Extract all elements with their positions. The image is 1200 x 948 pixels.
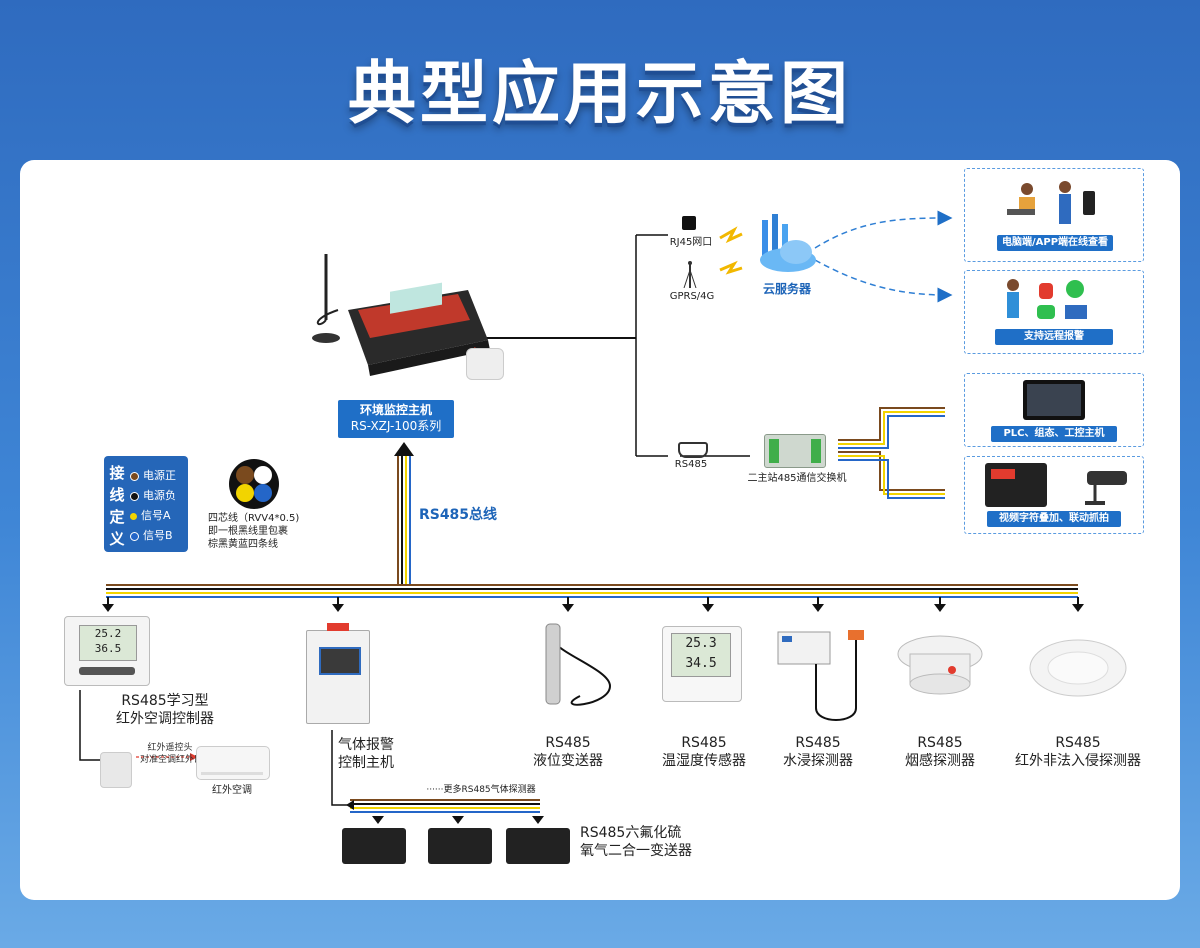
temp-humidity-sensor-device: 25.3 34.5 [662, 626, 742, 702]
monitoring-host-device [298, 250, 504, 390]
rj45-icon [682, 216, 696, 230]
more-gas-detectors-note: ······更多RS485气体探测器 [426, 785, 536, 795]
sensor-label-ac-controller: RS485学习型 红外空调控制器 [116, 693, 214, 727]
output-label-plc: PLC、组态、工控主机 [991, 426, 1117, 442]
legend-item-signal-b: 信号B [130, 529, 186, 543]
ac-controller-device: 25.2 36.5 [64, 616, 150, 686]
water-leak-sensor-device [776, 628, 868, 724]
gas-transmitter-label: RS485六氟化硫 氧气二合一变送器 [580, 825, 692, 859]
page-title: 典型应用示意图 [347, 55, 852, 134]
gas-transmitter-3 [506, 828, 570, 864]
legend-item-power-negative: 电源负 [130, 489, 186, 503]
monitor-icon [1023, 380, 1085, 420]
rj45-label: RJ45网口 [669, 237, 713, 248]
gas-transmitter-1 [342, 828, 406, 864]
host-name: 环境监控主机 [359, 403, 432, 417]
output-label-remote-alarm: 支持远程报警 [995, 329, 1113, 345]
sensor-label-smoke: RS485 烟感探测器 [905, 735, 975, 769]
cable-cross-section-icon [228, 458, 280, 510]
gas-transmitter-2 [428, 828, 492, 864]
air-conditioner-icon [196, 746, 270, 780]
smoke-detector-device [896, 634, 984, 696]
legend-item-signal-a: 信号A [130, 509, 186, 523]
sensor-label-gas-host: 气体报警 控制主机 [338, 737, 394, 771]
infrared-intrusion-detector-device [1028, 638, 1128, 698]
sensor-label-water-leak: RS485 水浸探测器 [783, 735, 853, 769]
sensor-label-temp-humidity: RS485 温湿度传感器 [662, 735, 746, 769]
output-label-online-view: 电脑端/APP端在线查看 [997, 235, 1113, 251]
cloud-icon [750, 212, 820, 276]
liquid-level-sensor-device [520, 616, 620, 716]
th-hum-display: 34.5 [685, 656, 717, 671]
output-box-remote-alarm: 支持远程报警 [964, 270, 1144, 354]
output-box-online-view: 电脑端/APP端在线查看 [964, 168, 1144, 262]
ac-label: 红外空调 [212, 785, 252, 796]
ac-hum-display: 36.5 [94, 642, 122, 655]
ir-remote-note: 红外遥控头 对准空调红外口 [140, 743, 204, 765]
db9-port-icon [678, 442, 708, 458]
diagram-panel: 环境监控主机 RS-XZJ-100系列 RJ45网口 GPRS/4G 云服务器 … [20, 160, 1180, 900]
gas-alarm-host-device [306, 623, 370, 724]
alarm-icons [999, 277, 1099, 323]
output-box-plc: PLC、组态、工控主机 [964, 373, 1144, 447]
cloud-label: 云服务器 [762, 282, 811, 296]
host-model: RS-XZJ-100系列 [350, 419, 442, 433]
bus-label: RS485总线 [418, 507, 498, 523]
switch-device [764, 434, 826, 468]
switch-label: 二主站485通信交换机 [747, 473, 847, 484]
legend-item-power-positive: 电源正 [130, 469, 186, 483]
output-box-video: 视频字符叠加、联动抓拍 [964, 456, 1144, 534]
antenna-icon [682, 260, 698, 289]
people-icon [1005, 181, 1101, 225]
sensor-label-intrusion: RS485 红外非法入侵探测器 [1015, 735, 1141, 769]
rs485-port-label: RS485 [674, 459, 708, 470]
legend-vertical-title: 接 线 定 义 [109, 464, 125, 548]
wiring-legend: 接 线 定 义 电源正 电源负 信号A 信号B [104, 456, 188, 552]
output-label-video: 视频字符叠加、联动抓拍 [987, 511, 1121, 527]
camera-icon [1077, 467, 1133, 507]
ir-remote-head [100, 752, 132, 788]
wiring-layer [79, 210, 1084, 824]
dvr-icon [985, 463, 1047, 507]
ac-temp-display: 25.2 [94, 627, 122, 640]
host-label-box: 环境监控主机 RS-XZJ-100系列 [338, 400, 454, 438]
th-temp-display: 25.3 [685, 636, 717, 651]
gprs-label: GPRS/4G [669, 291, 715, 302]
sensor-label-liquid: RS485 液位变送器 [533, 735, 603, 769]
cable-note: 四芯线（RVV4*0.5) 即一根黑线里包裹 棕黑黄蓝四条线 [208, 513, 300, 550]
